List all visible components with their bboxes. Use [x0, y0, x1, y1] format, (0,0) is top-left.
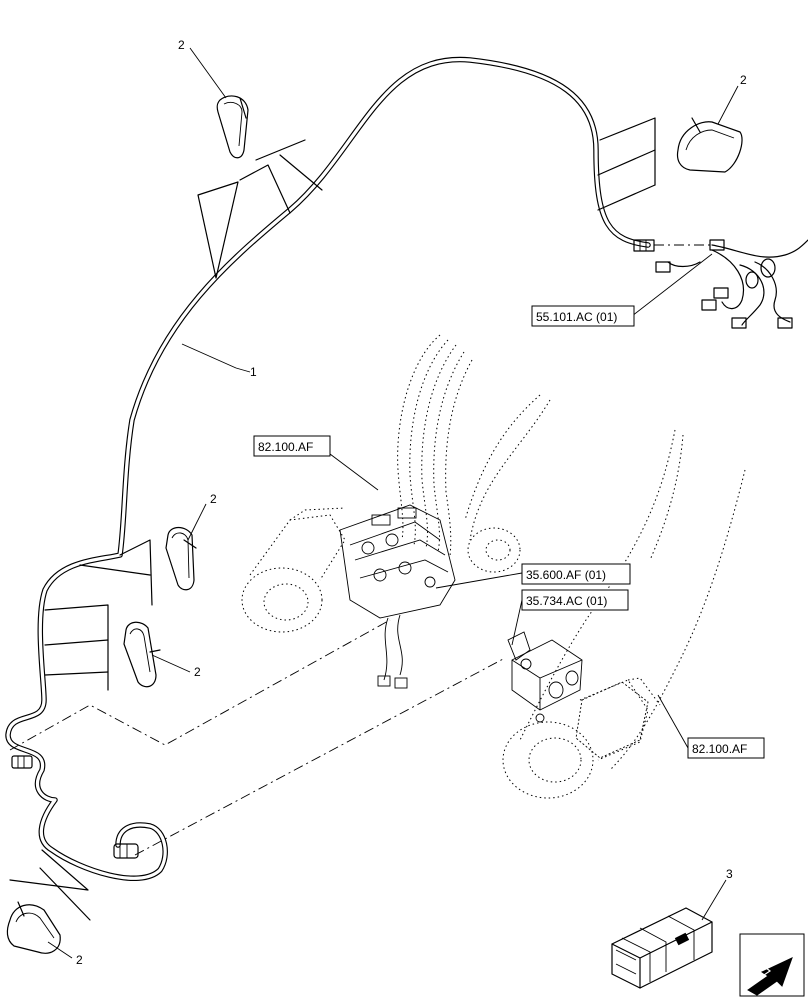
harness-support-brackets: [9, 117, 656, 921]
arm-mount-block: [535, 681, 649, 759]
callout-clip: 2: [740, 73, 747, 87]
control-valve-block: [339, 504, 456, 689]
ref-loader-arm-right-label: 82.100.AF: [692, 742, 747, 756]
harness-end-connector-left: [11, 755, 33, 769]
solenoid-valve: [507, 631, 583, 711]
ref-solenoid-valve-label: 35.734.AC (01): [526, 594, 607, 608]
routing-lines: [9, 619, 506, 856]
harness-clip-icon: [676, 117, 743, 173]
harness-end-connector-top: [633, 239, 655, 252]
callout-clip: 2: [210, 492, 217, 506]
ref-loader-arm-left-label: 82.100.AF: [258, 440, 313, 454]
parts-kit-box-icon: [611, 907, 713, 989]
ref-loader-arm-left[interactable]: 82.100.AF: [253, 435, 331, 457]
ref-solenoid-valve[interactable]: 35.734.AC (01): [521, 589, 629, 611]
callout-clip: 2: [178, 38, 185, 52]
harness-clip-icon: [6, 901, 61, 954]
next-page-arrow-icon[interactable]: [739, 933, 805, 997]
ref-control-valve[interactable]: 35.600.AF (01): [521, 563, 631, 585]
harness-end-connector-bottom: [113, 843, 139, 859]
wire-harness-main: [5, 56, 651, 881]
harness-clip-icon: [216, 95, 249, 159]
ref-harness-connection[interactable]: 55.101.AC (01): [531, 305, 635, 327]
loader-arm-phantom: [241, 334, 746, 799]
ref-loader-arm-right[interactable]: 82.100.AF: [687, 737, 765, 759]
harness-clip-icon: [165, 526, 197, 591]
callout-harness: 1: [250, 365, 257, 379]
callout-clip: 2: [76, 953, 83, 967]
harness-clip-icon: [123, 621, 161, 688]
callout-kit: 3: [726, 867, 733, 881]
callout-clip: 2: [194, 665, 201, 679]
callout-labels: 2 2 1 2 2 2 3: [76, 38, 747, 967]
connected-harness-55-101: [654, 239, 808, 329]
ref-harness-connection-label: 55.101.AC (01): [536, 310, 617, 324]
leader-lines: [47, 47, 739, 959]
ref-control-valve-label: 35.600.AF (01): [526, 568, 606, 582]
